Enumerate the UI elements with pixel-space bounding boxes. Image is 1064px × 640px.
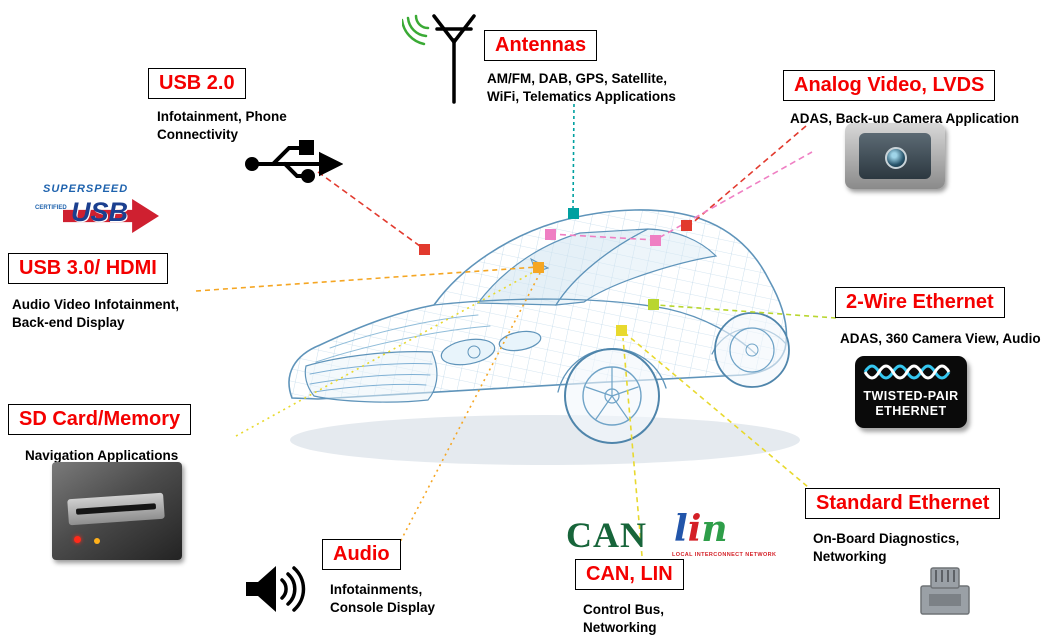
standard-ethernet-label: Standard Ethernet <box>805 488 1001 519</box>
speaker-icon <box>246 566 306 612</box>
connector-antennas <box>572 103 575 211</box>
standard-ethernet-description: On-Board Diagnostics, Networking <box>813 531 960 564</box>
analog-video-description: ADAS, Back-up Camera Application <box>790 111 1020 126</box>
connector-can-lin <box>622 337 643 557</box>
can-lin-label: CAN, LIN <box>575 559 684 590</box>
sd-led-red <box>74 536 81 543</box>
analog-video-label: Analog Video, LVDS <box>783 70 996 101</box>
lvds-marker-2 <box>650 235 661 246</box>
sd-card-description: Navigation Applications <box>25 448 179 463</box>
lin-letter-n: n <box>701 508 728 550</box>
superspeed-text: SUPERSPEED <box>43 183 129 195</box>
usb2-marker <box>419 244 430 255</box>
usb2-label: USB 2.0 <box>148 68 246 99</box>
usb3-hdmi-marker <box>533 262 544 273</box>
connector-analog-video <box>689 125 807 226</box>
twisted-pair-waves <box>863 364 951 380</box>
usb-logo-text: USB <box>71 197 129 227</box>
lin-logo: lin <box>674 508 728 550</box>
camera-lens <box>885 147 907 169</box>
sd-card-slot-image <box>52 462 182 560</box>
2wire-ethernet-marker <box>648 299 659 310</box>
connector-standard-ethernet <box>625 333 815 493</box>
antennas-label: Antennas <box>484 30 598 61</box>
audio-description: Infotainments, Console Display <box>330 582 436 615</box>
analog-video-marker <box>681 220 692 231</box>
usb2-description: Infotainment, Phone Connectivity <box>157 109 287 142</box>
usb3-hdmi-description: Audio Video Infotainment, Back-end Displ… <box>12 297 179 330</box>
2wire-ethernet-label: 2-Wire Ethernet <box>835 287 1005 318</box>
twisted-pair-ethernet-badge: TWISTED-PAIR ETHERNET <box>855 356 967 428</box>
can-logo: CAN <box>566 515 647 555</box>
usb2-trident-icon <box>245 140 343 183</box>
antenna-icon <box>402 14 476 104</box>
2wire-ethernet-description: ADAS, 360 Camera View, Audio <box>840 331 1041 346</box>
connector-usb3-hdmi <box>195 266 538 292</box>
sd-slot <box>67 492 165 526</box>
superspeed-usb-logo: SUPERSPEED CERTIFIED USB <box>35 183 159 245</box>
sd-card-label: SD Card/Memory <box>8 404 192 435</box>
connector-2wire-ethernet <box>656 304 837 319</box>
usb3-hdmi-label: USB 3.0/ HDMI <box>8 253 168 284</box>
antennas-description: AM/FM, DAB, GPS, Satellite, WiFi, Telema… <box>487 71 676 104</box>
backup-camera-image <box>845 123 945 189</box>
twisted-pair-text-line1: TWISTED-PAIR <box>863 389 959 403</box>
certified-text: CERTIFIED <box>35 205 67 211</box>
lvds-marker <box>545 229 556 240</box>
car-wireframe-illustration <box>288 209 790 444</box>
sd-slot-opening <box>75 503 157 515</box>
car-shadow <box>290 415 800 465</box>
lin-letter-i: i <box>687 508 702 550</box>
standard-ethernet-marker <box>616 325 627 336</box>
can-lin-description: Control Bus, Networking <box>583 602 664 635</box>
lin-letter-l: l <box>674 508 688 550</box>
rj45-connector-icon <box>920 567 970 615</box>
lin-subtext: LOCAL INTERCONNECT NETWORK <box>672 552 777 558</box>
twisted-pair-text-line2: ETHERNET <box>875 404 947 418</box>
audio-label: Audio <box>322 539 401 570</box>
sd-led-amber <box>94 538 100 544</box>
antennas-marker <box>568 208 579 219</box>
connector-usb2 <box>317 171 425 250</box>
